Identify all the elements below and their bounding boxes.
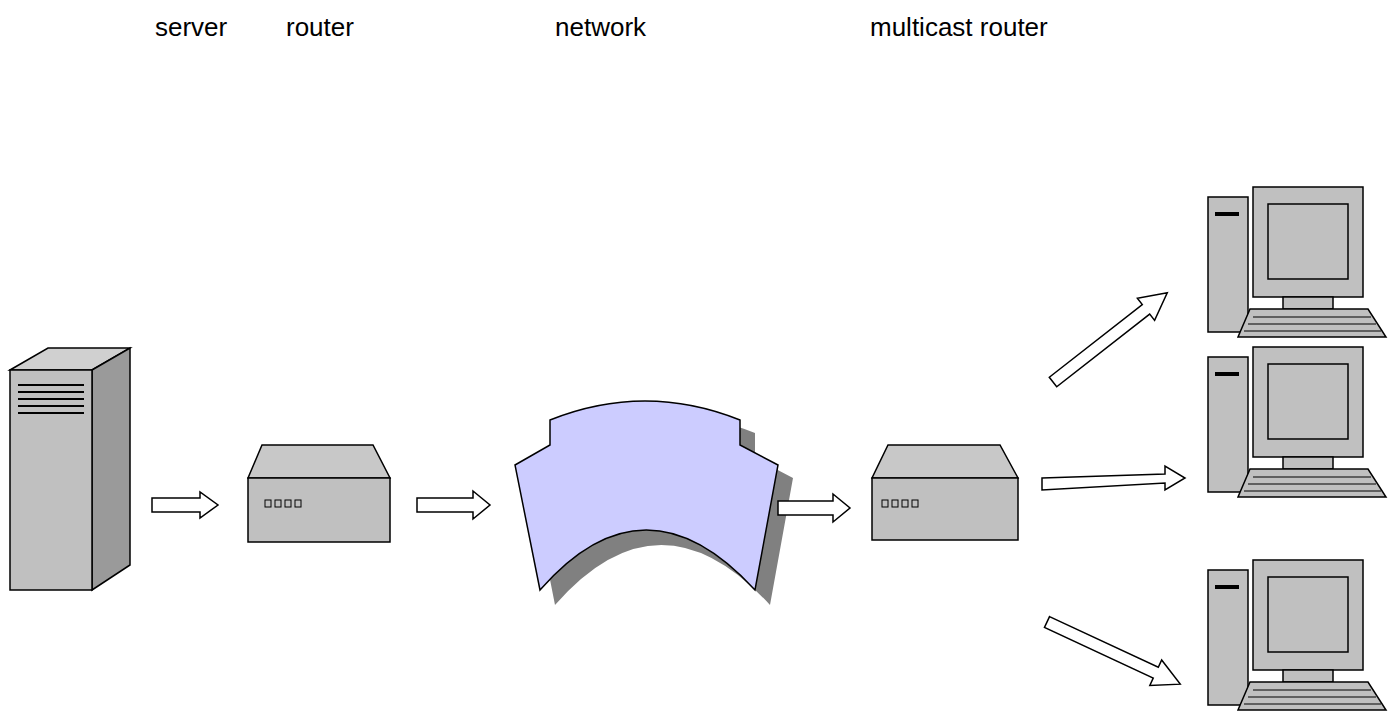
- network-cloud: [515, 401, 793, 605]
- device-label: router: [286, 12, 354, 42]
- router-box: [248, 445, 390, 542]
- hollow-arrows: [152, 282, 1186, 697]
- computer: [1208, 187, 1386, 337]
- server-tower: [10, 348, 130, 590]
- computer: [1208, 347, 1386, 497]
- computer: [1208, 560, 1386, 710]
- device-label: server: [155, 12, 227, 42]
- device-label: network: [555, 12, 646, 42]
- device-label: multicast router: [870, 12, 1048, 42]
- multicast-router-box: [872, 445, 1018, 540]
